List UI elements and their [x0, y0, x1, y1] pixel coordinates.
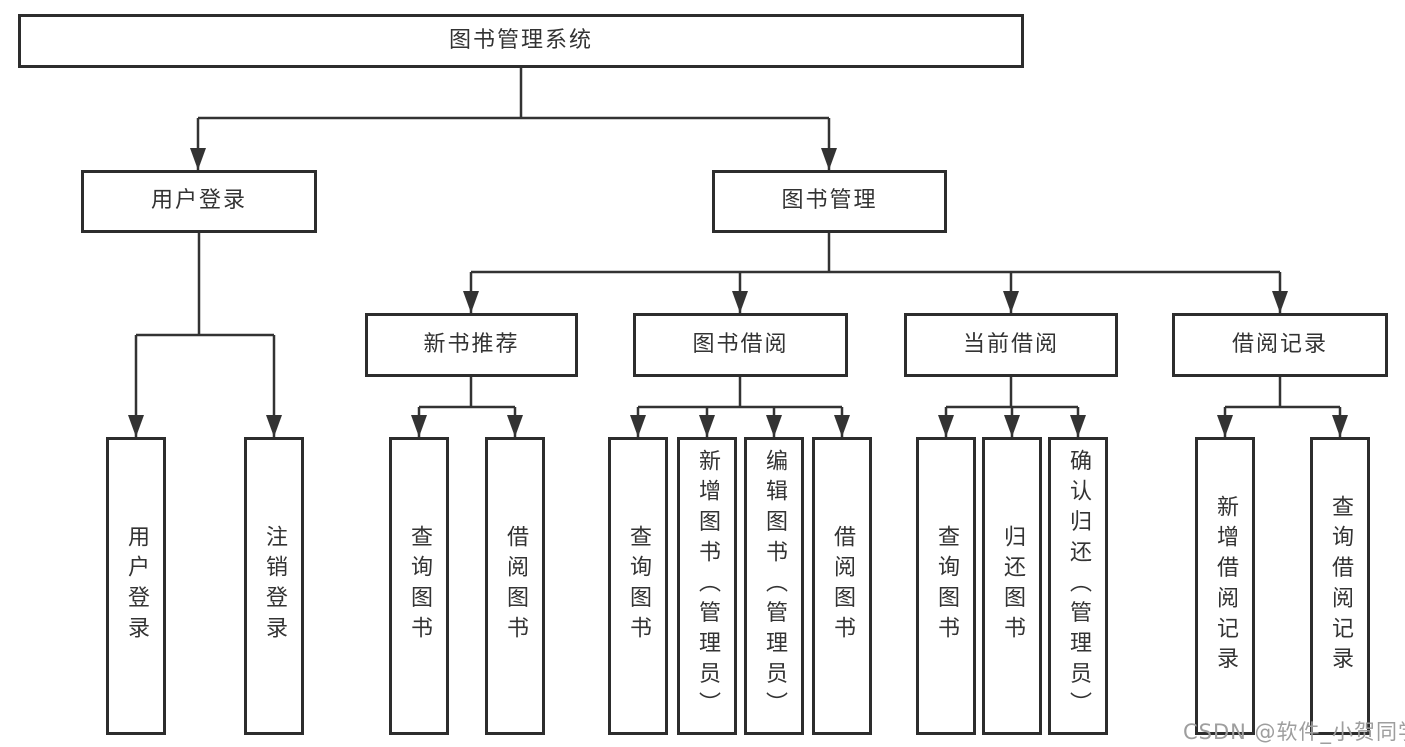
arrow-down-icon [732, 291, 748, 313]
arrow-down-icon [630, 415, 646, 437]
arrow-down-icon [128, 415, 144, 437]
arrow-down-icon [1003, 291, 1019, 313]
leaf-return-books: 归还图书 [982, 437, 1042, 735]
leaf-query-books-recommend: 查询图书 [389, 437, 449, 735]
leaf-add-book-admin: 新增图书（管理员） [677, 437, 737, 735]
arrow-down-icon [834, 415, 850, 437]
edge-bookborrow-to-leaves [636, 377, 844, 437]
node-book-management: 图书管理 [712, 170, 947, 233]
arrow-down-icon [463, 291, 479, 313]
arrow-down-icon [411, 415, 427, 437]
arrow-down-icon [1004, 415, 1020, 437]
edge-borrowrecord-to-leaves [1223, 377, 1342, 437]
edge-userlogin-to-leaves [134, 233, 276, 437]
edge-root-to-level2 [196, 68, 831, 170]
arrow-down-icon [190, 148, 206, 170]
node-borrow-records: 借阅记录 [1172, 313, 1388, 377]
leaf-user-login: 用户登录 [106, 437, 166, 735]
leaf-add-borrow-record: 新增借阅记录 [1195, 437, 1255, 735]
leaf-logout: 注销登录 [244, 437, 304, 735]
leaf-borrow-books: 借阅图书 [812, 437, 872, 735]
arrow-down-icon [938, 415, 954, 437]
watermark: CSDN @软件_小贺同学 [1183, 720, 1405, 744]
arrow-down-icon [699, 415, 715, 437]
node-book-borrow: 图书借阅 [633, 313, 848, 377]
node-new-book-recommend: 新书推荐 [365, 313, 578, 377]
arrow-down-icon [1332, 415, 1348, 437]
arrow-down-icon [821, 148, 837, 170]
leaf-borrow-books-recommend: 借阅图书 [485, 437, 545, 735]
arrow-down-icon [1272, 291, 1288, 313]
leaf-query-books-borrow: 查询图书 [608, 437, 668, 735]
arrow-down-icon [1217, 415, 1233, 437]
leaf-query-books-current: 查询图书 [916, 437, 976, 735]
node-root-system: 图书管理系统 [18, 14, 1024, 68]
node-user-login: 用户登录 [81, 170, 317, 233]
arrow-down-icon [507, 415, 523, 437]
leaf-query-borrow-record: 查询借阅记录 [1310, 437, 1370, 735]
node-current-borrow: 当前借阅 [904, 313, 1118, 377]
edge-newbook-to-leaves [417, 377, 517, 437]
leaf-edit-book-admin: 编辑图书（管理员） [744, 437, 804, 735]
arrow-heads [128, 148, 1348, 437]
leaf-confirm-return-admin: 确认归还（管理员） [1048, 437, 1108, 735]
arrow-down-icon [1070, 415, 1086, 437]
connector-edges [134, 68, 1342, 437]
edge-bookmgmt-to-level3 [469, 233, 1282, 313]
arrow-down-icon [766, 415, 782, 437]
arrow-down-icon [266, 415, 282, 437]
